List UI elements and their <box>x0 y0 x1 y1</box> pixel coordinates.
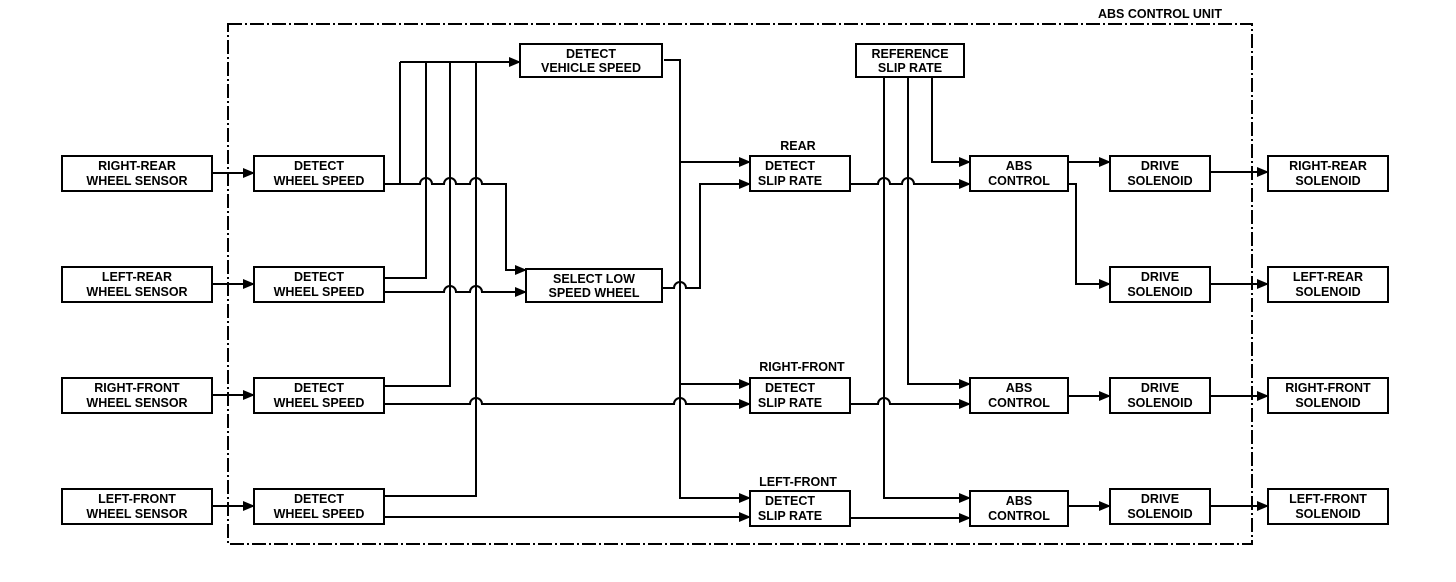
drive-solenoid-rf-line2: SOLENOID <box>1127 396 1192 410</box>
solenoid-rf-box: RIGHT-FRONT SOLENOID <box>1267 377 1389 414</box>
sensor-lr-box: LEFT-REAR WHEEL SENSOR <box>61 266 213 303</box>
solenoid-rr-box: RIGHT-REAR SOLENOID <box>1267 155 1389 192</box>
solenoid-lr-line1: LEFT-REAR <box>1293 270 1363 284</box>
sensor-rr-line2: WHEEL SENSOR <box>86 174 187 188</box>
select-low-line2: SPEED WHEEL <box>549 286 640 300</box>
sensor-lf-line2: WHEEL SENSOR <box>86 507 187 521</box>
solenoid-lr-line2: SOLENOID <box>1295 285 1360 299</box>
sensor-lf-line1: LEFT-FRONT <box>98 492 176 506</box>
abs-control-rear-line1: ABS <box>1006 159 1032 173</box>
wheel-speed-rf-box: DETECT WHEEL SPEED <box>253 377 385 414</box>
solenoid-rf-line1: RIGHT-FRONT <box>1285 381 1371 395</box>
abs-control-lf-line2: CONTROL <box>988 509 1050 523</box>
abs-control-rf-box: ABS CONTROL <box>969 377 1069 414</box>
drive-solenoid-rf-line1: DRIVE <box>1141 381 1179 395</box>
vehicle-speed-box: DETECT VEHICLE SPEED <box>519 43 663 78</box>
wheel-speed-rr-line2: WHEEL SPEED <box>274 174 365 188</box>
wheel-speed-rf-line2: WHEEL SPEED <box>274 396 365 410</box>
sensor-lr-line2: WHEEL SENSOR <box>86 285 187 299</box>
slip-label-left-front: LEFT-FRONT <box>759 475 837 489</box>
wheel-speed-rr-box: DETECT WHEEL SPEED <box>253 155 385 192</box>
sensor-rr-box: RIGHT-REAR WHEEL SENSOR <box>61 155 213 192</box>
abs-control-rf-line2: CONTROL <box>988 396 1050 410</box>
drive-solenoid-lf-box: DRIVE SOLENOID <box>1109 488 1211 525</box>
slip-rate-lf-box: DETECT SLIP RATE <box>749 490 851 527</box>
slip-rate-rear-line2: SLIP RATE <box>758 174 822 188</box>
drive-solenoid-rf-box: DRIVE SOLENOID <box>1109 377 1211 414</box>
abs-control-lf-box: ABS CONTROL <box>969 490 1069 527</box>
wheel-speed-lr-line1: DETECT <box>294 270 344 284</box>
solenoid-lr-box: LEFT-REAR SOLENOID <box>1267 266 1389 303</box>
slip-rate-rf-line2: SLIP RATE <box>758 396 822 410</box>
select-low-line1: SELECT LOW <box>553 272 635 286</box>
wheel-speed-lf-box: DETECT WHEEL SPEED <box>253 488 385 525</box>
reference-slip-box: REFERENCE SLIP RATE <box>855 43 965 78</box>
drive-solenoid-rr-line2: SOLENOID <box>1127 174 1192 188</box>
abs-control-lf-line1: ABS <box>1006 494 1032 508</box>
solenoid-rr-line2: SOLENOID <box>1295 174 1360 188</box>
drive-solenoid-rr-line1: DRIVE <box>1141 159 1179 173</box>
sensor-rf-line1: RIGHT-FRONT <box>94 381 180 395</box>
connection-lines <box>212 57 1269 523</box>
wheel-speed-lr-line2: WHEEL SPEED <box>274 285 365 299</box>
vehicle-speed-line2: VEHICLE SPEED <box>541 61 641 75</box>
wheel-speed-rr-line1: DETECT <box>294 159 344 173</box>
solenoid-lf-line2: SOLENOID <box>1295 507 1360 521</box>
slip-rate-rear-box: DETECT SLIP RATE <box>749 155 851 192</box>
reference-slip-line2: SLIP RATE <box>878 61 942 75</box>
wheel-speed-lf-line2: WHEEL SPEED <box>274 507 365 521</box>
slip-rate-rear-line1: DETECT <box>765 159 815 173</box>
solenoid-rr-line1: RIGHT-REAR <box>1289 159 1367 173</box>
drive-solenoid-lr-box: DRIVE SOLENOID <box>1109 266 1211 303</box>
sensor-rr-line1: RIGHT-REAR <box>98 159 176 173</box>
select-low-box: SELECT LOW SPEED WHEEL <box>525 268 663 303</box>
wheel-speed-lr-box: DETECT WHEEL SPEED <box>253 266 385 303</box>
sensor-lf-box: LEFT-FRONT WHEEL SENSOR <box>61 488 213 525</box>
solenoid-lf-box: LEFT-FRONT SOLENOID <box>1267 488 1389 525</box>
slip-rate-rf-box: DETECT SLIP RATE <box>749 377 851 414</box>
drive-solenoid-lf-line2: SOLENOID <box>1127 507 1192 521</box>
slip-rate-lf-line2: SLIP RATE <box>758 509 822 523</box>
abs-control-rf-line1: ABS <box>1006 381 1032 395</box>
drive-solenoid-lf-line1: DRIVE <box>1141 492 1179 506</box>
sensor-rf-box: RIGHT-FRONT WHEEL SENSOR <box>61 377 213 414</box>
abs-control-unit-label: ABS CONTROL UNIT <box>1098 7 1222 21</box>
abs-control-rear-line2: CONTROL <box>988 174 1050 188</box>
solenoid-lf-line1: LEFT-FRONT <box>1289 492 1367 506</box>
drive-solenoid-lr-line1: DRIVE <box>1141 270 1179 284</box>
slip-rate-lf-line1: DETECT <box>765 494 815 508</box>
sensor-lr-line1: LEFT-REAR <box>102 270 172 284</box>
drive-solenoid-rr-box: DRIVE SOLENOID <box>1109 155 1211 192</box>
slip-label-right-front: RIGHT-FRONT <box>759 360 845 374</box>
vehicle-speed-line1: DETECT <box>566 47 616 61</box>
wheel-speed-lf-line1: DETECT <box>294 492 344 506</box>
solenoid-rf-line2: SOLENOID <box>1295 396 1360 410</box>
slip-label-rear: REAR <box>780 139 815 153</box>
sensor-rf-line2: WHEEL SENSOR <box>86 396 187 410</box>
drive-solenoid-lr-line2: SOLENOID <box>1127 285 1192 299</box>
reference-slip-line1: REFERENCE <box>871 47 948 61</box>
abs-control-rear-box: ABS CONTROL <box>969 155 1069 192</box>
slip-rate-rf-line1: DETECT <box>765 381 815 395</box>
wheel-speed-rf-line1: DETECT <box>294 381 344 395</box>
